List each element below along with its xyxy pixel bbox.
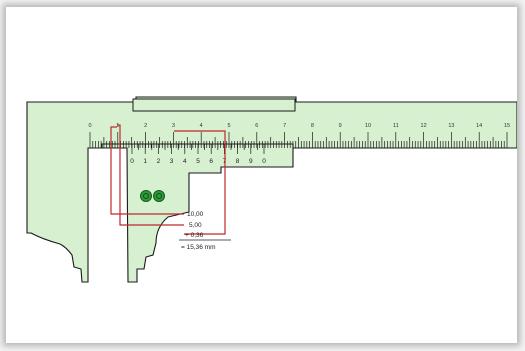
calc-result: = 15,36 mm <box>181 244 216 251</box>
main-scale-number: 8 <box>311 123 314 129</box>
main-scale-number: 5 <box>227 123 230 129</box>
calc-line-1: 10,00 <box>187 211 204 218</box>
main-scale-number: 3 <box>172 123 175 129</box>
calc-line-2: 5,00 <box>189 222 202 229</box>
vernier-number: 2 <box>157 158 161 165</box>
vernier-number: 9 <box>249 158 253 165</box>
main-scale-number: 0 <box>88 123 91 129</box>
main-scale-number: 14 <box>476 123 482 129</box>
main-scale-number: 12 <box>421 123 427 129</box>
main-scale-number: 2 <box>144 123 147 129</box>
vernier-slider <box>101 143 294 283</box>
main-scale-number: 13 <box>448 123 454 129</box>
main-scale-number: 1 <box>116 123 119 129</box>
vernier-number: 8 <box>236 158 240 165</box>
lock-screw-icon <box>140 190 165 202</box>
vernier-number: 4 <box>183 158 187 165</box>
vernier-number: 0 <box>130 158 134 165</box>
main-scale-number: 9 <box>339 123 342 129</box>
main-scale-number: 7 <box>283 123 286 129</box>
vernier-scale-ticks <box>131 144 265 154</box>
main-scale-ticks <box>89 132 508 148</box>
vernier-number: 0 <box>262 158 266 165</box>
depth-bar <box>132 98 296 112</box>
caliper-main-body <box>26 96 517 283</box>
vernier-number: 3 <box>170 158 174 165</box>
calc-line-3: + 0,36 <box>185 232 204 239</box>
vernier-number: 1 <box>143 158 147 165</box>
main-scale-number: 15 <box>504 123 510 129</box>
reading-guide-lines <box>110 124 226 235</box>
vernier-number: 5 <box>196 158 200 165</box>
vernier-number: 6 <box>209 158 213 165</box>
main-scale-number: 6 <box>255 123 258 129</box>
main-scale-number: 4 <box>200 123 203 129</box>
main-scale-number: 11 <box>393 123 399 129</box>
main-scale-number: 10 <box>365 123 371 129</box>
